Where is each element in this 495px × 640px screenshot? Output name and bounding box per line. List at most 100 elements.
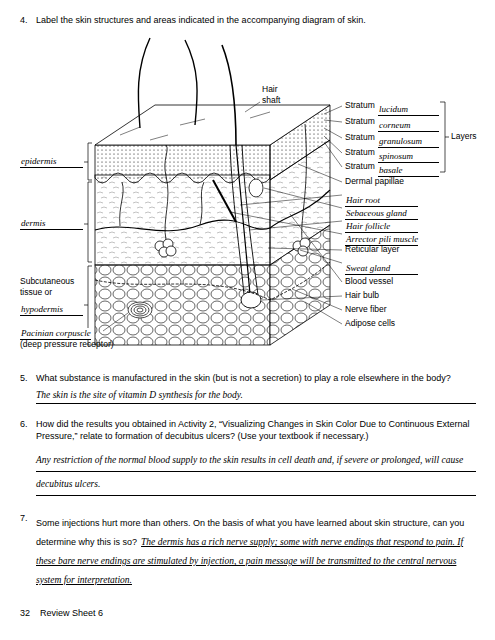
text-holder: spinosum: [378, 145, 439, 163]
text-holder: Stratum: [345, 116, 375, 127]
answer-label: Sebaceous gland: [345, 208, 418, 220]
sebaceous-gland: [249, 179, 263, 197]
hair-shaft: [222, 45, 236, 145]
answer-label: dermis: [20, 218, 83, 230]
structure-label: Stratum: [345, 147, 375, 158]
leader-lines: [103, 102, 342, 331]
text-holder: Any restriction of the normal blood supp…: [36, 448, 476, 496]
sweat-glands: [155, 124, 310, 257]
text-holder: Sweat gland: [345, 257, 418, 275]
hair-bulb: [241, 292, 261, 308]
text-holder: Hair root: [345, 189, 418, 207]
structure-label: (deep pressure receptor): [20, 339, 114, 350]
structure-label: Subcutaneous tissue or: [20, 276, 82, 298]
text-holder: Blood vessel: [345, 276, 393, 287]
gland-coil: [166, 246, 176, 256]
text-holder: Adipose cells: [345, 318, 395, 329]
text-holder: Hair follicle: [345, 215, 418, 233]
text-holder: dermis: [20, 212, 83, 230]
answer-label: hypodermis: [20, 304, 83, 316]
text-holder: Hair shaft: [262, 84, 288, 106]
text-holder: granulosum: [378, 130, 439, 148]
bracket: [84, 182, 92, 262]
answer-label: spinosum: [378, 151, 439, 163]
question-number: 7.: [20, 512, 28, 524]
text-holder: 5.: [20, 372, 28, 384]
structure-label: Stratum: [345, 100, 375, 111]
text-holder: Sebaceous gland: [345, 202, 418, 220]
pacinian-corpuscle: [128, 302, 152, 318]
text-holder: Some injections hurt more than others. O…: [36, 512, 476, 588]
text-holder: The skin is the site of vitamin D synthe…: [36, 388, 476, 404]
text-holder: Arrector pili muscle: [345, 228, 418, 246]
text-holder: Stratum: [345, 147, 375, 158]
answer-label: Pacinian corpuscle: [20, 328, 91, 340]
text-holder: Stratum: [345, 161, 375, 172]
structure-label: Reticular layer: [345, 244, 399, 255]
text-holder: Reticular layer: [345, 244, 399, 255]
structure-label: Stratum: [345, 116, 375, 127]
text-holder: Stratum: [345, 132, 375, 143]
answer-text: The skin is the site of vitamin D synthe…: [36, 388, 476, 404]
text-holder: basale: [378, 159, 439, 177]
text-holder: (deep pressure receptor): [20, 339, 114, 350]
text-holder: How did the results you obtained in Acti…: [36, 418, 476, 442]
footer-text: 32: [20, 607, 30, 619]
text-holder: 6.: [20, 418, 28, 430]
text-holder: 7.: [20, 512, 28, 524]
sweat-duct: [302, 124, 307, 240]
question-text: How did the results you obtained in Acti…: [36, 418, 476, 442]
hair-root: [236, 145, 250, 294]
question-text: What substance is manufactured in the sk…: [36, 372, 476, 384]
bracket: [84, 143, 92, 180]
dermis-layer: [95, 175, 270, 265]
arrector-pili: [213, 180, 236, 222]
structure-label: Stratum: [345, 132, 375, 143]
epidermis-layer: [95, 145, 270, 183]
answer-text: Any restriction of the normal blood supp…: [36, 448, 476, 496]
answer-label: lucidum: [378, 104, 439, 116]
structure-label: Blood vessel: [345, 276, 393, 287]
text-holder: Subcutaneous tissue or: [20, 276, 82, 298]
text-holder: Layers: [451, 131, 477, 142]
text-holder: 32: [20, 607, 30, 619]
structure-label: Stratum: [345, 161, 375, 172]
answer-label: Hair root: [345, 195, 418, 207]
structure-label: Nerve fiber: [345, 304, 387, 315]
answer-label: Sweat gland: [345, 263, 418, 275]
answer-label: basale: [378, 165, 439, 177]
hypodermis-layer: [95, 265, 270, 345]
hypodermis-side: [270, 225, 330, 345]
question-number: 5.: [20, 372, 28, 384]
text-holder: lucidum: [378, 98, 439, 116]
text-holder: Label the skin structures and areas indi…: [36, 14, 476, 26]
question-number: 6.: [20, 418, 28, 430]
structure-label: Dermal papillae: [345, 176, 404, 187]
text-holder: Review Sheet 6: [40, 607, 103, 619]
text-holder: Pacinian corpuscle: [20, 322, 91, 340]
text-holder: hypodermis: [20, 298, 83, 316]
skin-surface: [95, 105, 330, 145]
sweat-duct: [165, 145, 168, 240]
answer-label: granulosum: [378, 136, 439, 148]
structure-label: Layers: [451, 131, 477, 142]
structure-label: Hair shaft: [262, 84, 288, 106]
question-number: 4.: [20, 14, 28, 26]
answer-label: epidermis: [20, 156, 83, 168]
hair-shaft: [138, 38, 150, 128]
question-text: Label the skin structures and areas indi…: [36, 14, 476, 26]
nerve-fiber: [95, 262, 330, 300]
brackets: [84, 102, 449, 345]
text-holder: What substance is manufactured in the sk…: [36, 372, 476, 384]
hair: [138, 38, 263, 308]
structure-label: Adipose cells: [345, 318, 395, 329]
surface-texture: [120, 112, 270, 140]
blood-vessel: [120, 182, 204, 226]
answer-label: Hair follicle: [345, 221, 418, 233]
bracket: [440, 102, 449, 172]
hair-shaft: [185, 40, 197, 125]
skin-block: [95, 105, 330, 345]
footer-text: Review Sheet 6: [40, 607, 103, 619]
text-holder: Nerve fiber: [345, 304, 387, 315]
